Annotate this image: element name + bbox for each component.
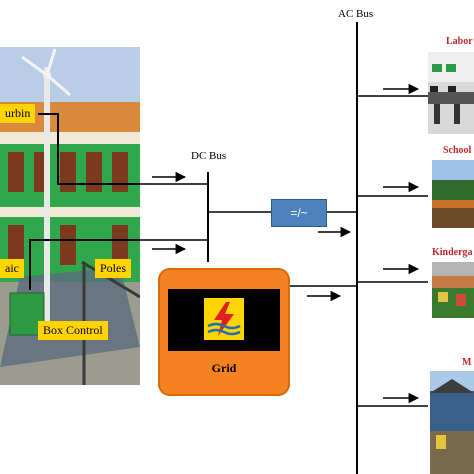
- load-label-kindergarten: Kinderga: [432, 247, 473, 258]
- converter-box: =/~: [271, 199, 327, 227]
- wind-turbine-icon: [21, 48, 71, 97]
- ac-bus-label: AC Bus: [338, 8, 374, 20]
- school-photo: [432, 160, 474, 228]
- turbine-tag: urbin: [0, 104, 36, 123]
- load-label-mosque: M: [462, 357, 472, 368]
- laboratory-photo: [428, 52, 474, 134]
- load-label-school: School: [443, 145, 472, 156]
- turbine-cable: [38, 113, 140, 185]
- box-control-tag: Box Control: [38, 321, 108, 340]
- lightning-logo-icon: [204, 298, 244, 340]
- dc-bus-label: DC Bus: [191, 150, 227, 162]
- mosque-photo: [430, 371, 474, 474]
- photovoltaic-tag: aic: [0, 259, 24, 278]
- kindergarten-photo: [432, 262, 474, 318]
- pv-cable: [29, 239, 140, 290]
- poles-tag: Poles: [95, 259, 132, 278]
- grid-label: Grid: [211, 361, 237, 375]
- load-label-laboratory: Labor: [446, 36, 473, 47]
- converter-label: =/~: [290, 206, 308, 220]
